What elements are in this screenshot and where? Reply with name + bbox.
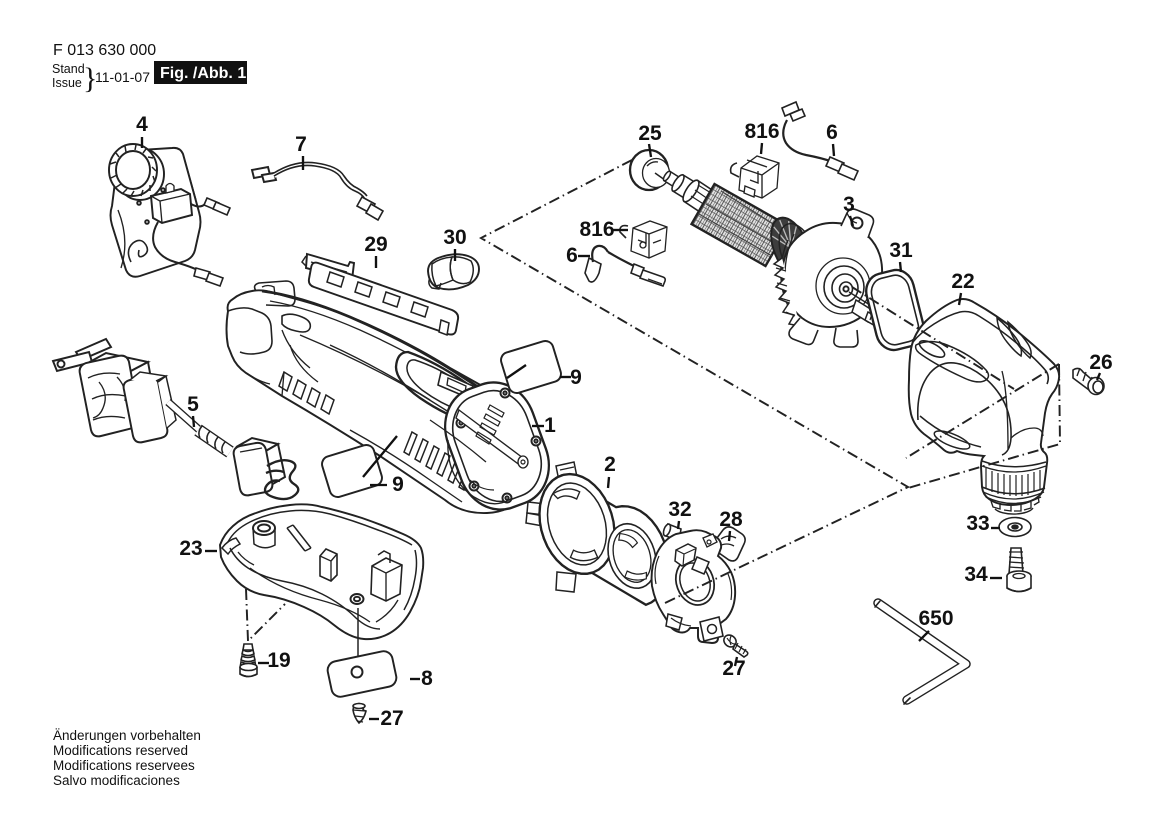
svg-text:Änderungen vorbehalten: Änderungen vorbehalten xyxy=(53,728,201,743)
svg-text:23: 23 xyxy=(179,537,202,560)
svg-text:Fig. /Abb. 1: Fig. /Abb. 1 xyxy=(160,65,246,82)
svg-text:27: 27 xyxy=(722,657,745,680)
svg-text:Issue: Issue xyxy=(52,76,82,90)
svg-text:}: } xyxy=(83,62,97,95)
svg-text:6: 6 xyxy=(826,121,838,144)
svg-text:816: 816 xyxy=(744,120,779,143)
svg-text:Salvo modificaciones: Salvo modificaciones xyxy=(53,773,180,788)
svg-text:25: 25 xyxy=(638,122,662,145)
svg-text:26: 26 xyxy=(1089,351,1112,374)
svg-text:8: 8 xyxy=(421,667,433,690)
svg-text:29: 29 xyxy=(364,233,387,256)
svg-text:F 013 630 000: F 013 630 000 xyxy=(53,42,156,59)
svg-text:Modifications reserved: Modifications reserved xyxy=(53,743,188,758)
svg-text:22: 22 xyxy=(951,270,974,293)
svg-text:30: 30 xyxy=(443,226,466,249)
svg-text:816: 816 xyxy=(579,218,614,241)
svg-text:28: 28 xyxy=(719,508,743,531)
svg-text:33: 33 xyxy=(966,512,989,535)
svg-text:6: 6 xyxy=(566,244,578,267)
svg-text:34: 34 xyxy=(964,563,988,586)
svg-text:650: 650 xyxy=(918,607,953,630)
svg-text:Modifications reservees: Modifications reservees xyxy=(53,758,195,773)
svg-text:3: 3 xyxy=(843,193,855,216)
svg-text:32: 32 xyxy=(668,498,691,521)
svg-text:4: 4 xyxy=(136,113,148,136)
svg-text:7: 7 xyxy=(295,133,307,156)
svg-text:9: 9 xyxy=(570,366,582,389)
svg-text:27: 27 xyxy=(380,707,403,730)
svg-text:Stand: Stand xyxy=(52,62,85,76)
svg-text:9: 9 xyxy=(392,473,404,496)
svg-text:2: 2 xyxy=(604,453,616,476)
svg-text:1: 1 xyxy=(544,414,556,437)
svg-text:31: 31 xyxy=(889,239,913,262)
svg-text:11-01-07: 11-01-07 xyxy=(95,69,150,85)
svg-text:5: 5 xyxy=(187,393,199,416)
svg-text:19: 19 xyxy=(267,649,290,672)
